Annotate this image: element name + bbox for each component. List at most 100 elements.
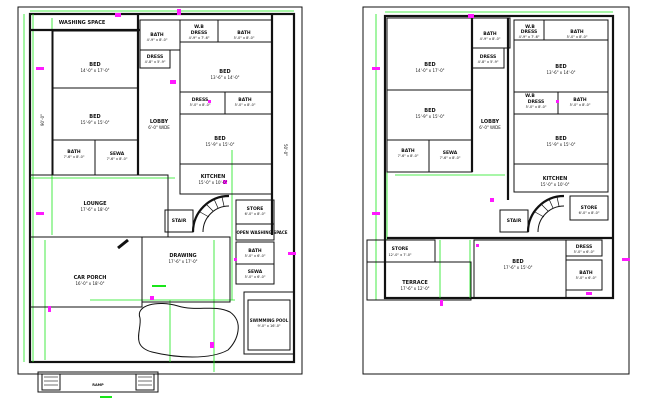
ff-bed-1-dim: 14'-0" x 17'-0" xyxy=(416,68,445,73)
ground-stair xyxy=(164,194,230,233)
ff-dress-3-dim: 5'-0" x 6'-0" xyxy=(574,250,595,254)
drawing-dim: 17'-6" x 17'-0" xyxy=(169,259,198,264)
bed-2-dim: 13'-6" x 14'-0" xyxy=(211,75,240,80)
dress-1-dim: 4'-8" x 5'-9" xyxy=(145,60,166,64)
bed-3-dim: 15'-9" x 15'-0" xyxy=(81,120,110,125)
ff-sewa-dim: 7'-6" x 8'-0" xyxy=(440,156,461,160)
bed-1-label: BED xyxy=(89,62,100,68)
sewa-label: SEWA xyxy=(110,151,125,157)
open-washing-label: OPEN WASHING SPACE xyxy=(236,230,287,235)
ff-bed-4-label: BED xyxy=(555,136,566,142)
store-label: STORE xyxy=(247,206,264,212)
sewa-dim: 7'-6" x 8'-0" xyxy=(107,157,128,161)
bath-5-label: BATH xyxy=(248,248,262,254)
bed-2-label: BED xyxy=(219,69,230,75)
dimension-right: 50'-0" xyxy=(283,144,288,156)
ff-bath-5-label: BATH xyxy=(579,270,593,276)
ff-bath-1-dim: 4'-9" x 8'-0" xyxy=(480,37,501,41)
car-porch-label: CAR PORCH xyxy=(74,275,107,281)
ff-lobby-dim: 6'-0" WIDE xyxy=(479,125,501,130)
bed-1-dim: 14'-0" x 17'-0" xyxy=(81,68,110,73)
ff-bath-5-dim: 5'-0" x 6'-0" xyxy=(576,276,597,280)
ff-bath-3-label: BATH xyxy=(573,97,587,103)
sewa-2-dim: 5'-0" x 6'-0" xyxy=(245,275,266,279)
ff-dress-2-dim: 5'-0" x 8'-0" xyxy=(526,105,547,109)
ff-bed-4-dim: 15'-9" x 15'-0" xyxy=(547,142,576,147)
car-porch-dim: 16'-0" x 18'-0" xyxy=(76,281,105,286)
stair-label: STAIR xyxy=(172,218,187,224)
ff-store-r-dim: 6'-0" x 8'-0" xyxy=(579,211,600,215)
ff-bed-2-label: BED xyxy=(555,64,566,70)
ff-dress-1-dim: 4'-8" x 5'-9" xyxy=(478,60,499,64)
bath-5-dim: 5'-0" x 6'-0" xyxy=(245,254,266,258)
ff-store-l-label: STORE xyxy=(392,246,409,252)
ff-bed-3-dim: 15'-9" x 15'-0" xyxy=(416,114,445,119)
drawing-room xyxy=(141,236,231,303)
first-stair xyxy=(499,194,565,233)
first-floor-plan: W.B BATH 4'-9" x 8'-0" DRESS 4'-9" x 7'-… xyxy=(362,6,630,375)
bath-3-label: BATH xyxy=(238,97,252,103)
ff-bath-4-label: BATH xyxy=(401,148,415,154)
lounge-dim: 17'-6" x 18'-0" xyxy=(81,207,110,212)
ff-wb-2-label: W.B xyxy=(525,93,535,99)
ff-bed-5-dim: 17'-6" x 15'-0" xyxy=(504,265,533,270)
ff-bath-2-dim: 5'-0" x 8'-0" xyxy=(567,35,588,39)
bath-4-label: BATH xyxy=(67,149,81,155)
ff-store-l-dim: 12'-0" x 7'-0" xyxy=(388,253,411,257)
ff-dress-2-label: DRESS xyxy=(528,99,545,105)
ff-bath-2-label: BATH xyxy=(570,29,584,35)
swimming-pool-dim: 9'-0" x 16'-0" xyxy=(257,324,280,328)
sewa-2-label: SEWA xyxy=(248,269,263,275)
ff-stair-label: STAIR xyxy=(507,218,522,224)
bath-2-dim: 5'-0" x 8'-0" xyxy=(234,36,255,40)
ff-kitchen-room xyxy=(513,163,609,193)
ground-floor-outer-wall xyxy=(28,12,296,364)
ff-dress-top-label: DRESS xyxy=(521,29,538,35)
ff-dress-3-label: DRESS xyxy=(576,244,593,250)
ff-kitchen-label: KITCHEN xyxy=(543,176,568,182)
first-floor-sheet-border xyxy=(362,6,630,375)
ff-dress-1-label: DRESS xyxy=(480,54,497,60)
ff-store-r-room xyxy=(569,195,609,221)
bath-1-label: BATH xyxy=(150,32,164,38)
kitchen-dim: 15'-0" x 10'-0" xyxy=(199,180,228,185)
kitchen-label: KITCHEN xyxy=(201,174,226,180)
ff-lobby-label: LOBBY xyxy=(481,119,500,125)
ramp xyxy=(37,371,159,393)
dress-1-label: DRESS xyxy=(147,54,164,60)
ff-kitchen-dim: 15'-0" x 10'-0" xyxy=(541,182,570,187)
ramp-label: RAMP xyxy=(92,383,104,387)
ff-dress-3-room xyxy=(565,239,603,257)
ff-bath-4-dim: 7'-6" x 8'-0" xyxy=(398,154,419,158)
swimming-pool-outline xyxy=(243,291,295,355)
dimension-left: 90'-0" xyxy=(40,114,45,126)
ff-bed-3-label: BED xyxy=(424,108,435,114)
ff-terrace-dim: 17'-6" x 12'-0" xyxy=(401,286,430,291)
kitchen-room xyxy=(179,163,273,195)
bed-4-room xyxy=(179,113,273,165)
bath-3-dim: 5'-0" x 8'-0" xyxy=(235,103,256,107)
lobby-label: LOBBY xyxy=(150,119,169,125)
bed-1-room xyxy=(52,30,139,89)
sewa-2-room xyxy=(235,263,275,285)
ff-bed-2-dim: 13'-6" x 14'-0" xyxy=(547,70,576,75)
ff-bath-5-room xyxy=(565,259,603,291)
swimming-pool-label: SWIMMING POOL xyxy=(250,318,289,323)
dress-2-label: DRESS xyxy=(192,97,209,103)
bed-4-dim: 15'-9" x 15'-0" xyxy=(206,142,235,147)
bath-4-dim: 7'-6" x 8'-0" xyxy=(64,155,85,159)
ground-floor-plan: WASHING SPACE W.B BATH 4'-9" x 8'-0" DRE… xyxy=(17,6,303,398)
store-dim: 6'-0" x 8'-0" xyxy=(245,212,266,216)
wb-label: W.B xyxy=(194,24,204,30)
dress-top-dim: 4'-9" x 7'-6" xyxy=(189,36,210,40)
dress-top-label: DRESS xyxy=(191,30,208,36)
ff-bath-3-dim: 5'-0" x 8'-0" xyxy=(570,103,591,107)
ff-terrace-label: TERRACE xyxy=(402,280,428,286)
bed-4-label: BED xyxy=(214,136,225,142)
ff-terrace-room xyxy=(366,261,472,301)
lounge-label: LOUNGE xyxy=(83,201,107,207)
open-washing-room xyxy=(235,223,275,241)
dress-1-room xyxy=(139,49,171,69)
dress-2-dim: 5'-0" x 8'-0" xyxy=(190,103,211,107)
